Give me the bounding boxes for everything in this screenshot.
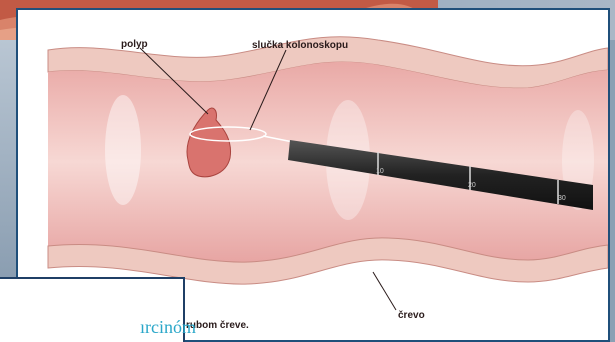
scope-mark-3: 30 [558, 195, 566, 202]
label-polyp: polyp [121, 39, 148, 50]
label-snare: slučka kolonoskopu [252, 40, 348, 51]
scope-mark-1: 10 [376, 168, 384, 175]
slide-text-fragment: ırcinóm [140, 317, 196, 338]
scope-mark-2: 20 [468, 182, 476, 189]
label-intestine: črevo [398, 310, 425, 321]
slide-text-box: ırcinóm [0, 277, 185, 342]
